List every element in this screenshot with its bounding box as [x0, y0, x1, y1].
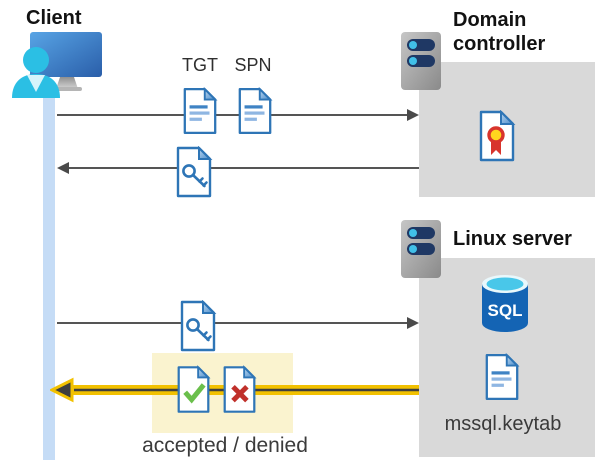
- client-timeline-bar: [43, 86, 55, 460]
- linux-server-icon: [401, 220, 441, 278]
- accepted-document-icon: [177, 365, 211, 413]
- arrow-dc-to-client: [57, 162, 419, 174]
- result-caption: accepted / denied: [142, 434, 308, 457]
- arrow-client-to-dc: [57, 109, 419, 121]
- spn-document-icon: [238, 87, 273, 134]
- tgt-document-icon: [183, 87, 218, 134]
- client-title: Client: [26, 7, 82, 29]
- linux-server-title: Linux server: [453, 228, 572, 250]
- domain-controller-server-icon: [401, 32, 441, 90]
- key-document-icon: [176, 146, 213, 198]
- tgt-label: TGT: [182, 55, 218, 75]
- key-document-icon: [180, 300, 217, 352]
- certificate-document-icon: [479, 110, 516, 162]
- domain-controller-title: Domain controller: [453, 9, 546, 55]
- keytab-document-icon: [485, 353, 520, 400]
- spn-label: SPN: [234, 55, 272, 75]
- sql-database-icon: SQL: [482, 275, 528, 332]
- keytab-label: mssql.keytab: [444, 413, 562, 435]
- denied-document-icon: [223, 365, 257, 413]
- arrow-client-to-linux: [57, 317, 419, 329]
- sql-badge-text: SQL: [488, 301, 523, 320]
- client-workstation-icon: [12, 32, 102, 98]
